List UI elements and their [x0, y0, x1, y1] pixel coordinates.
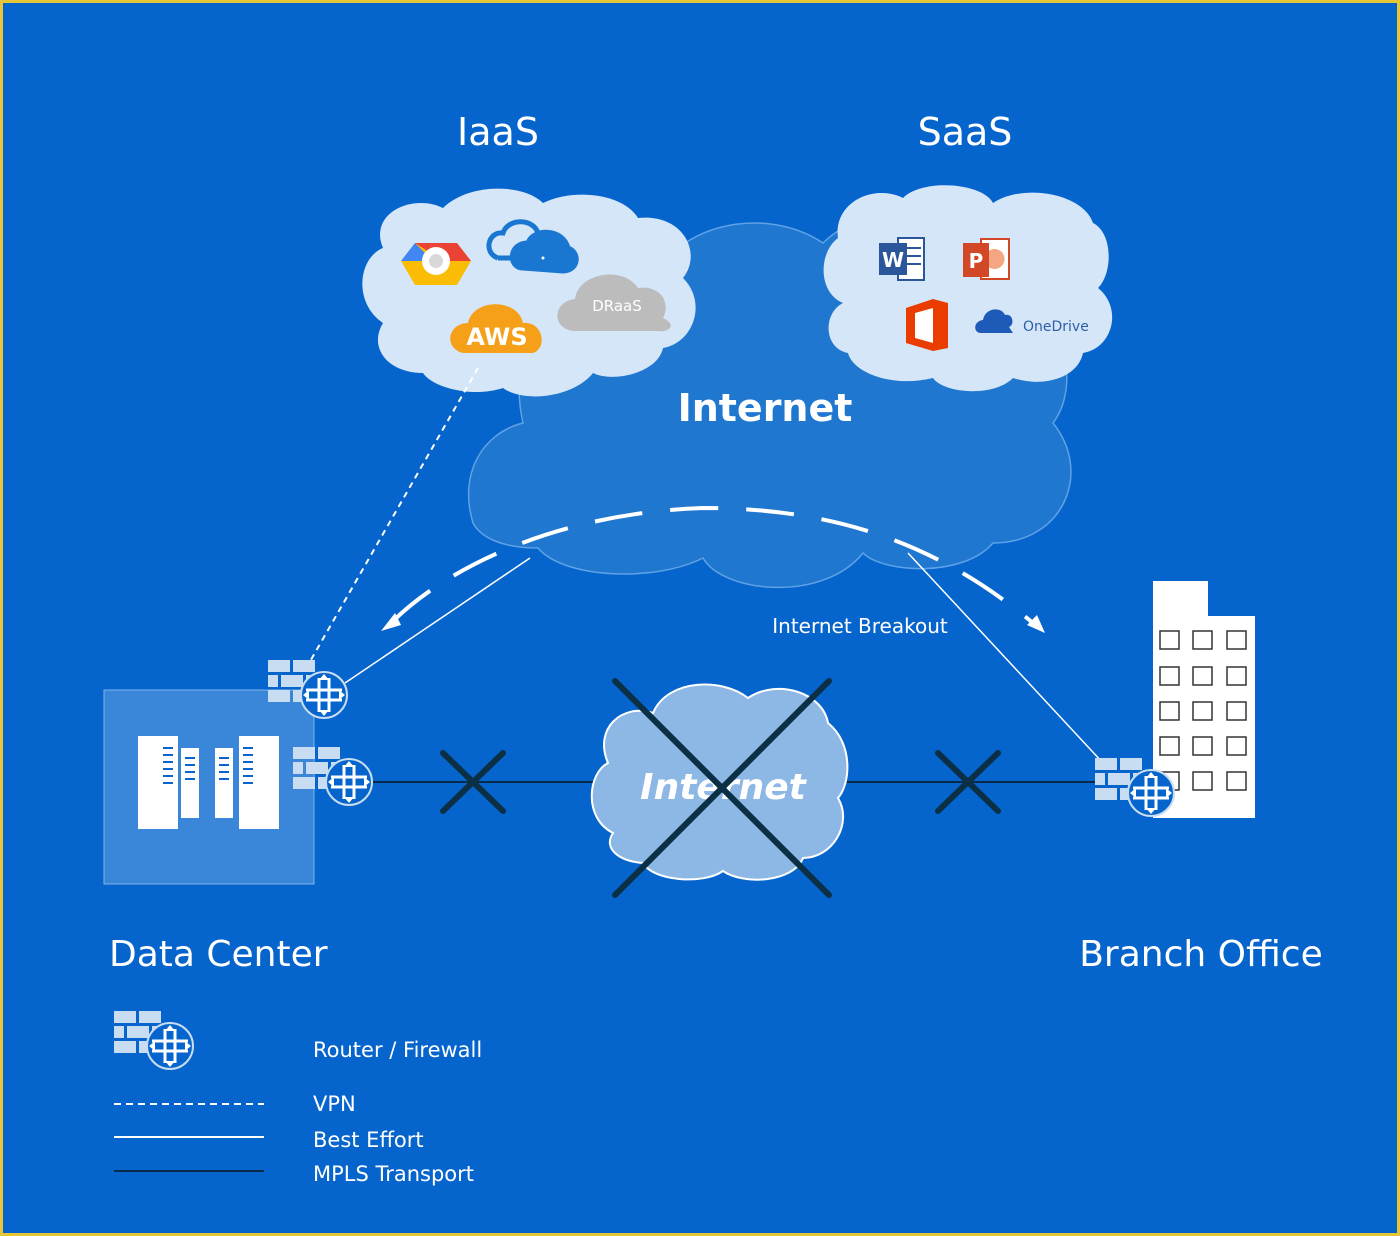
branch-office-building-icon [1153, 581, 1255, 818]
legend: Router / Firewall VPN Best Effort MPLS T… [112, 1009, 482, 1186]
legend-router-firewall-icon [112, 1009, 195, 1071]
mpls-cross-right-icon [935, 750, 1001, 814]
word-icon: W [879, 237, 925, 281]
saas-cloud [823, 185, 1113, 392]
aws-icon: AWS [450, 304, 542, 353]
onedrive-icon: OneDrive [975, 309, 1089, 335]
svg-text:DRaaS: DRaaS [592, 297, 642, 315]
iaas-cloud [362, 188, 696, 397]
saas-title: SaaS [918, 110, 1013, 154]
svg-text:AWS: AWS [466, 323, 527, 351]
powerpoint-icon: P [963, 238, 1010, 280]
svg-text:W: W [882, 248, 904, 272]
middle-internet-cross-icon [612, 678, 832, 898]
draas-icon: DRaaS [557, 274, 671, 332]
legend-vpn-label: VPN [313, 1092, 356, 1116]
google-cloud-icon [401, 243, 471, 285]
mpls-cross-left-icon [440, 750, 506, 814]
legend-mpls-label: MPLS Transport [313, 1162, 474, 1186]
office-icon [906, 299, 948, 351]
data-center-icon [103, 689, 315, 885]
branch-office-label: Branch Office [1079, 934, 1323, 975]
internet-cloud-label: Internet [678, 386, 853, 430]
iaas-title: IaaS [457, 110, 539, 154]
legend-best-effort-label: Best Effort [313, 1128, 424, 1152]
legend-router-firewall-label: Router / Firewall [313, 1038, 482, 1062]
network-diagram: IaaS SaaS Internet AWS DRaaS W [103, 110, 1323, 1186]
svg-text:P: P [969, 249, 984, 273]
vpn-line-iaas [307, 367, 479, 666]
best-effort-line-branch [907, 552, 1104, 764]
internet-breakout-label: Internet Breakout [772, 614, 948, 638]
svg-text:OneDrive: OneDrive [1023, 319, 1089, 335]
best-effort-line-dc [344, 557, 531, 684]
arrow-heads [381, 613, 1045, 633]
internet-breakout-arc [391, 505, 1035, 625]
azure-cloud-icon [486, 219, 579, 274]
data-center-label: Data Center [109, 934, 328, 975]
